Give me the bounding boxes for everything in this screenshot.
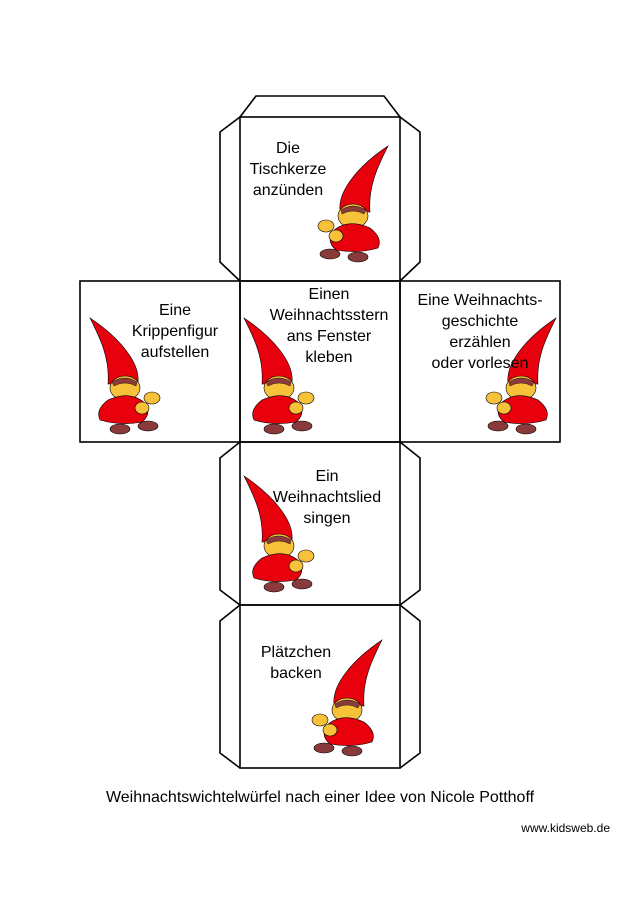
face-right [399,280,561,443]
face-center-text: Einen Weihnachtsstern ans Fenster kleben [269,286,389,366]
face-top-text: Die Tischkerze anzünden [249,140,327,199]
flap-below-left [219,441,241,606]
website-url: www.kidsweb.de [521,821,610,835]
flap-below-right [399,441,421,606]
caption: Weihnachtswichtelwürfel nach einer Idee … [105,789,535,806]
flap-top [239,95,401,118]
flap-top-right [399,116,421,282]
face-bottom [239,604,401,769]
flap-top-left [219,116,241,282]
face-bottom-text: Plätzchen backen [260,644,332,682]
face-left-text: Eine Krippenfigur aufstellen [131,302,219,361]
face-right-text: Eine Weihnachts- geschichte erzählen ode… [417,292,543,372]
flap-bottom-right [399,604,421,769]
flap-bottom-left [219,604,241,769]
face-below-text: Ein Weihnachtslied singen [272,468,382,527]
